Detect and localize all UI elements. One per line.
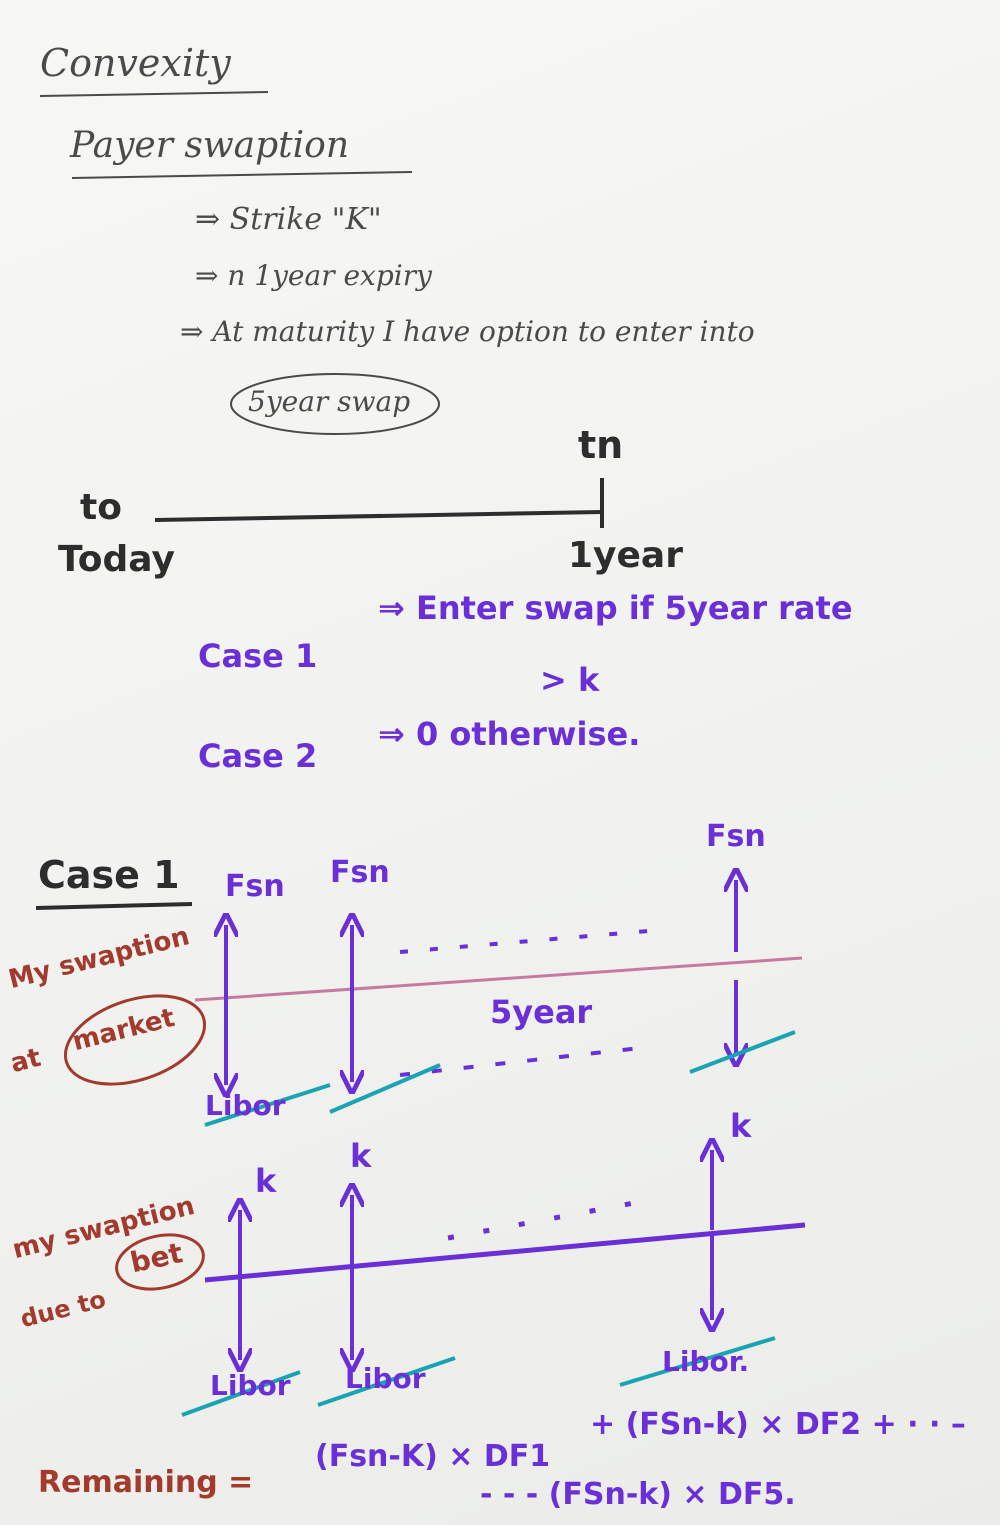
case-2-label: Case 2 [198, 737, 318, 775]
bet-center-line [204, 1222, 806, 1283]
market-dash-bottom [399, 1046, 641, 1077]
teal-strike-2 [329, 1063, 441, 1114]
bullet-maturity: ⇒ At maturity I have option to enter int… [180, 315, 755, 348]
timeline-end-label: tn [578, 423, 624, 467]
bullet-strike: ⇒ Strike "K" [195, 202, 382, 237]
tenor-label: 5year [490, 993, 593, 1031]
market-center-line [194, 956, 803, 1002]
timeline-start-caption: Today [58, 539, 175, 580]
libor-label-2: Libor [210, 1369, 291, 1402]
page-subtitle: Payer swaption [70, 125, 349, 166]
fsn-label-1: Fsn [225, 869, 285, 904]
page-title: Convexity [40, 41, 231, 85]
teal-strike-3 [689, 1030, 796, 1074]
subtitle-underline [71, 171, 413, 179]
teal-strike-5 [317, 1356, 456, 1407]
formula-lhs: Remaining = [38, 1465, 254, 1500]
bullet-expiry: ⇒ n 1year expiry [195, 259, 432, 292]
libor-label-1: Libor [205, 1089, 286, 1122]
teal-strike-6 [619, 1336, 776, 1387]
circle-5year-swap [230, 373, 440, 435]
diagram-heading: Case 1 [38, 853, 180, 897]
libor-label-3: Libor [345, 1362, 426, 1395]
case-2-text: ⇒ 0 otherwise. [378, 715, 641, 753]
case-1-text: ⇒ Enter swap if 5year rate [378, 589, 853, 627]
libor-label-last: Libor. [662, 1345, 750, 1378]
bet-dash [447, 1197, 651, 1241]
case-heading-underline [35, 902, 193, 910]
teal-strike-4 [181, 1370, 301, 1417]
circle-bet [115, 1233, 205, 1291]
teal-strike-1 [204, 1083, 331, 1127]
formula-term-3: - - - (FSn-k) × DF5. [480, 1477, 796, 1512]
formula-term-1: (Fsn-K) × DF1 [315, 1439, 551, 1474]
k-label-2: k [350, 1137, 372, 1175]
formula-term-2: + (FSn-k) × DF2 + · · – [590, 1407, 966, 1442]
case-1-label: Case 1 [198, 637, 318, 675]
timeline-line [154, 510, 603, 522]
fsn-label-2: Fsn [330, 855, 390, 890]
fsn-label-last: Fsn [706, 819, 766, 854]
k-label-1: k [255, 1162, 277, 1200]
timeline-start-label: to [80, 487, 122, 528]
case-1-condition: > k [540, 661, 600, 699]
circled-swap-tenor: 5year swap [248, 385, 411, 418]
title-underline [39, 91, 269, 97]
timeline-end-caption: 1year [568, 535, 683, 576]
k-label-last: k [730, 1107, 752, 1145]
market-label-at: at [7, 1042, 44, 1080]
market-dash-top [399, 928, 661, 954]
circle-market [63, 994, 207, 1086]
